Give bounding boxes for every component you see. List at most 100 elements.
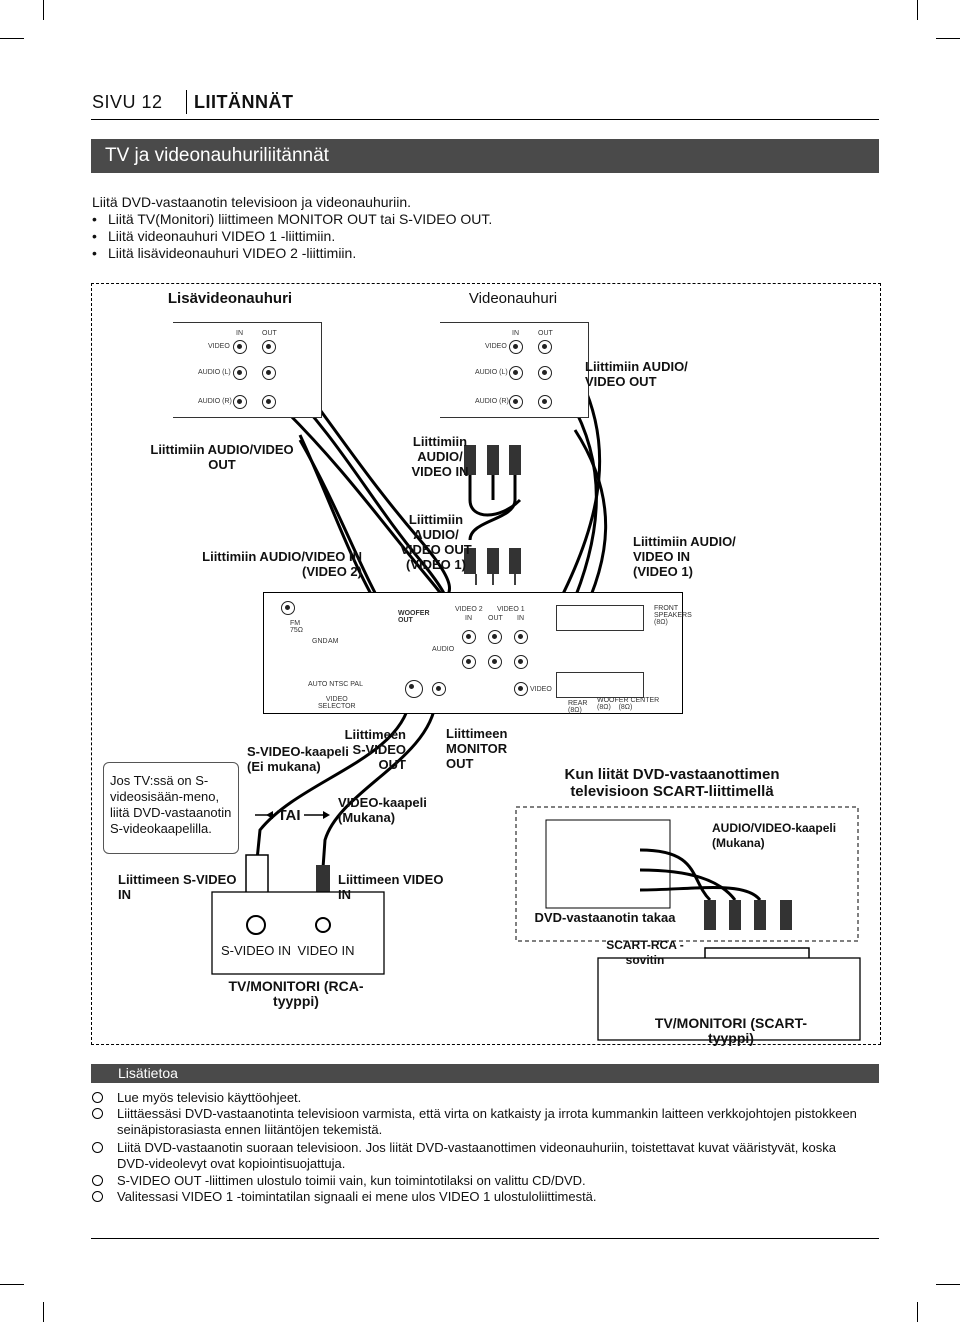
- page-number: SIVU 12: [92, 92, 163, 112]
- scart-adapter-label: SCART-RCA -sovitin: [606, 938, 684, 967]
- fm-label: FM 75Ω: [290, 620, 304, 634]
- rear-audio2-jack: [462, 655, 476, 669]
- crop-mark: [917, 0, 918, 20]
- bullet-item: •Liitä lisävideonauhuri VIDEO 2 -liittim…: [92, 245, 357, 261]
- label-vcr1-in: Liittimiin AUDIO/ VIDEO IN: [411, 434, 469, 479]
- crop-mark: [0, 38, 24, 39]
- scart-heading: Kun liität DVD-vastaanottimen televisioo…: [564, 766, 780, 800]
- tv-scart-label: TV/MONITORI (SCART-tyyppi): [654, 1015, 808, 1046]
- crop-mark: [936, 1284, 960, 1285]
- speaker-terminals-lower: [556, 672, 644, 698]
- vcr2-audio-l-out-jack: [262, 366, 276, 380]
- note-item: S-VIDEO OUT -liittimen ulostulo toimii v…: [92, 1173, 872, 1189]
- ring-bullet-icon: [92, 1142, 103, 1153]
- to-svideo-in-label: Liittimeen S-VIDEO IN: [118, 872, 237, 902]
- bullet-icon: •: [92, 211, 97, 227]
- vcr2-video-label: VIDEO: [208, 343, 230, 350]
- label-dvd-out-video1: Liittimiin AUDIO/ VIDEO OUT (VIDEO 1): [400, 512, 472, 572]
- rear-out-label: OUT: [488, 615, 503, 622]
- rear-audio1-out-jack: [488, 655, 502, 669]
- vcr2-device: [173, 322, 322, 418]
- rear-video-jack: [514, 682, 528, 696]
- note-item: Valitessasi VIDEO 1 -toimintatilan signa…: [92, 1189, 872, 1205]
- ring-bullet-icon: [92, 1108, 103, 1119]
- video-in-jack: [315, 917, 331, 933]
- vcr2-title: Lisävideonauhuri: [167, 290, 293, 307]
- header-divider: [186, 90, 187, 114]
- footer-rule: [91, 1238, 879, 1239]
- gnd-label: GND: [312, 638, 328, 645]
- vcr2-in-label: IN: [236, 330, 243, 337]
- title-bar: TV ja videonauhuriliitännät: [91, 139, 879, 173]
- crop-mark: [0, 1284, 24, 1285]
- woofer-out-label: WOOFER OUT: [398, 610, 430, 624]
- ring-bullet-icon: [92, 1092, 103, 1103]
- svideo-cable-label: S-VIDEO-kaapeli (Ei mukana): [247, 744, 349, 774]
- monitor-out-jack: [432, 682, 446, 696]
- crop-mark: [936, 38, 960, 39]
- vcr2-audio-l-in-jack: [233, 366, 247, 380]
- intro-text: Liitä DVD-vastaanotin televisioon ja vid…: [92, 194, 412, 210]
- audio-label: AUDIO: [432, 646, 455, 653]
- tai-label: TAI: [277, 807, 301, 824]
- tv-scart-box: [597, 957, 861, 1041]
- vcr2-audio-r-label: AUDIO (R): [198, 398, 232, 405]
- dvd-back-label: DVD-vastaanotin takaa: [534, 910, 676, 925]
- svideo-remark-box: Jos TV:ssä on S-videosisään-meno, liitä …: [103, 762, 239, 854]
- rear-video1-out-jack: [488, 630, 502, 644]
- dvd-back-small: [545, 819, 671, 909]
- bullet-item: •Liitä videonauhuri VIDEO 1 -liittimiin.: [92, 228, 336, 244]
- video-cable: [321, 699, 438, 869]
- video-selector-label: VIDEO SELECTOR: [318, 696, 356, 710]
- vcr1-video-in-jack: [509, 340, 523, 354]
- crop-mark: [43, 0, 44, 20]
- vcr2-video-out-jack: [262, 340, 276, 354]
- rear-video1-in-jack: [514, 630, 528, 644]
- video-cable-label: VIDEO-kaapeli (Mukana): [338, 795, 427, 825]
- vcr1-video-label: VIDEO: [485, 343, 507, 350]
- vcr2-video-in-jack: [233, 340, 247, 354]
- bullet-icon: •: [92, 245, 97, 261]
- vcr1-title: Videonauhuri: [468, 290, 558, 307]
- video2-label: VIDEO 2: [455, 606, 483, 613]
- woofer-center-label: WOOFER CENTER (8Ω) (8Ω): [597, 697, 660, 711]
- rear-in-label-2: IN: [517, 615, 524, 622]
- rear-in-label: IN: [465, 615, 472, 622]
- speaker-terminals: [556, 605, 644, 631]
- label-dvd-in-video1: Liittimiin AUDIO/ VIDEO IN (VIDEO 1): [633, 534, 736, 579]
- note-item: Liitä DVD-vastaanotin suoraan televisioo…: [92, 1140, 872, 1172]
- header-rule: [91, 119, 879, 120]
- front-speakers-label: FRONT SPEAKERS (8Ω): [654, 605, 692, 626]
- svideo-out-jack: [405, 680, 423, 698]
- tv-video-in-label: VIDEO IN: [297, 943, 355, 958]
- vcr2-audio-r-out-jack: [262, 395, 276, 409]
- bullet-icon: •: [92, 228, 97, 244]
- label-vcr1-out: Liittimiin AUDIO/ VIDEO OUT: [585, 359, 688, 389]
- am-label: AM: [328, 638, 339, 645]
- info-bar: Lisätietoa: [91, 1064, 879, 1083]
- fm-jack: [281, 601, 295, 615]
- to-svideo-out-label: Liittimeen S-VIDEO OUT: [344, 727, 406, 772]
- crop-mark: [917, 1302, 918, 1322]
- tv-svideo-in-label: S-VIDEO IN: [220, 943, 292, 958]
- page-title: TV ja videonauhuriliitännät: [105, 145, 329, 166]
- to-monitor-out-label: Liittimeen MONITOR OUT: [446, 726, 508, 771]
- vcr1-out-label: OUT: [538, 330, 553, 337]
- ring-bullet-icon: [92, 1191, 103, 1202]
- vcr1-audio-r-out-jack: [538, 395, 552, 409]
- vcr1-audio-r-in-jack: [509, 395, 523, 409]
- label-dvd-in-video2: Liittimiin AUDIO/VIDEO IN (VIDEO 2): [202, 549, 362, 579]
- av-cable-label: AUDIO/VIDEO-kaapeli (Mukana): [712, 821, 837, 850]
- svideo-in-jack: [246, 915, 266, 935]
- rear-speaker-label: REAR (8Ω): [568, 700, 588, 714]
- label-vcr2-out: Liittimiin AUDIO/VIDEO OUT: [150, 442, 294, 472]
- vcr2-audio-l-label: AUDIO (L): [198, 369, 231, 376]
- tv-rca-label: TV/MONITORI (RCA-tyyppi): [228, 978, 364, 1009]
- vcr1-audio-l-in-jack: [509, 366, 523, 380]
- rear-audio1-in-jack: [514, 655, 528, 669]
- vcr1-video-out-jack: [538, 340, 552, 354]
- to-video-in-label: Liittimeen VIDEO IN: [338, 872, 444, 902]
- selector-mode-label: AUTO NTSC PAL: [308, 681, 363, 688]
- ring-bullet-icon: [92, 1175, 103, 1186]
